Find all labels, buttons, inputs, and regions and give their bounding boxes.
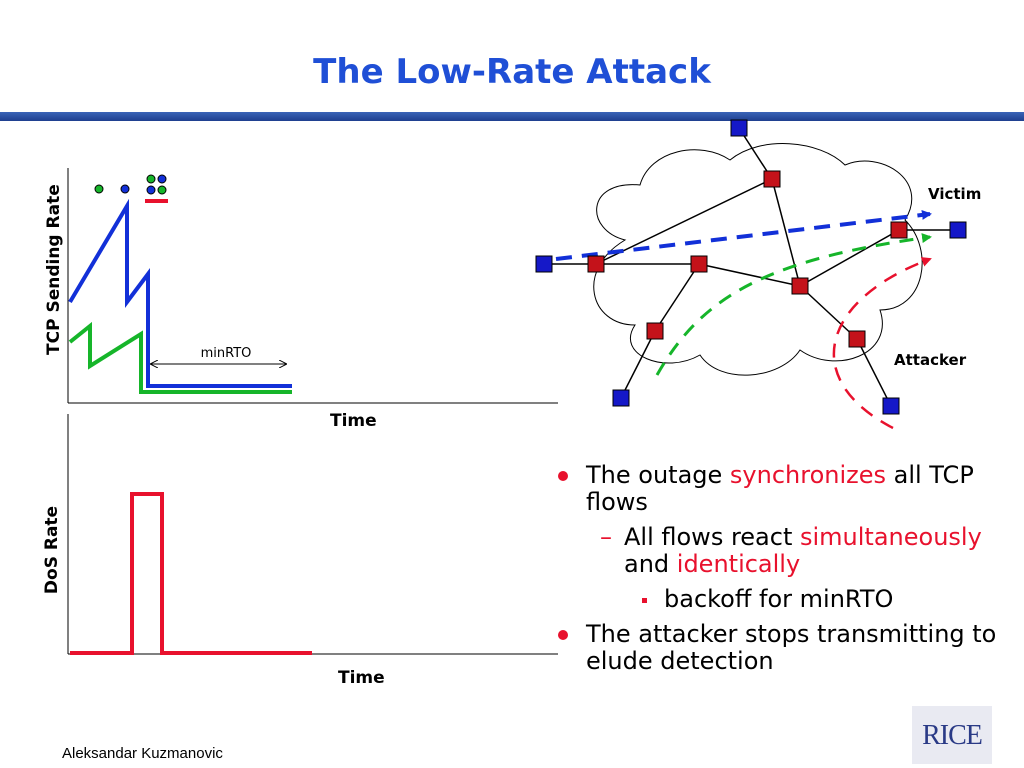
title-divider-bar — [0, 112, 1024, 121]
network-cloud — [593, 143, 923, 376]
bullet-item: The attacker stops transmitting to elude… — [556, 621, 1006, 675]
blue-packet-marker — [157, 174, 167, 184]
router — [646, 322, 664, 340]
bottom-chart — [67, 414, 558, 655]
minrto-label: minRTO — [201, 346, 252, 361]
bullet-emphasis: synchronizes — [729, 461, 886, 489]
red-attack-flow-arrow — [832, 257, 932, 430]
link — [799, 229, 900, 287]
router — [890, 221, 908, 239]
attacker-label: Attacker — [894, 351, 967, 369]
router — [763, 170, 781, 188]
bullet-dot — [558, 630, 568, 640]
green-flow-arrow — [655, 233, 932, 376]
bullet-text: The attacker stops transmitting to elude… — [586, 620, 997, 675]
router — [791, 277, 809, 295]
author-footer: Aleksandar Kuzmanovic — [62, 745, 223, 762]
bullet-emphasis: identically — [676, 550, 801, 578]
sub-bullet-dash: – — [600, 523, 612, 551]
host — [882, 397, 900, 415]
bullet-dot — [558, 471, 568, 481]
top-chart: minRTO — [67, 168, 558, 404]
green-packet-marker — [94, 184, 104, 194]
bullet-text: All flows react — [624, 523, 800, 551]
link — [771, 178, 801, 287]
green-packet-marker — [157, 185, 167, 195]
slide-title: The Low-Rate Attack — [313, 52, 711, 92]
bullet-text: The outage — [586, 461, 730, 489]
router — [587, 255, 605, 273]
blue-packet-marker — [146, 185, 156, 195]
bullet-list: The outage synchronizes all TCP flows – … — [556, 462, 1006, 683]
tcp-flow-blue-line — [68, 198, 292, 388]
rice-logo-text: RICE — [922, 720, 983, 751]
blue-flow-arrow — [555, 209, 932, 261]
link — [620, 330, 656, 399]
victim-host — [949, 221, 967, 239]
green-packet-marker — [146, 174, 156, 184]
host — [730, 119, 748, 137]
dos-rate-line — [70, 492, 312, 655]
sub-sub-bullet-item: backoff for minRTO — [556, 586, 1006, 613]
network-diagram: Victim Attacker — [535, 119, 981, 430]
host — [612, 389, 630, 407]
sub-sub-bullet-square — [642, 598, 647, 603]
bullet-emphasis: simultaneously — [800, 523, 982, 551]
blue-packet-marker — [120, 184, 130, 194]
victim-label: Victim — [928, 185, 981, 203]
link — [856, 338, 892, 407]
link — [799, 285, 858, 340]
sub-bullet-item: – All flows react simultaneously and ide… — [556, 524, 1006, 578]
link — [654, 263, 700, 332]
bullet-item: The outage synchronizes all TCP flows — [556, 462, 1006, 516]
rice-logo: RICE — [912, 706, 992, 764]
bullet-text: backoff for minRTO — [664, 585, 894, 613]
router — [690, 255, 708, 273]
link — [595, 178, 773, 265]
link — [698, 263, 801, 287]
tcp-flow-green-line — [68, 321, 292, 394]
host — [535, 255, 553, 273]
router — [848, 330, 866, 348]
bullet-text: all TCP flows — [586, 461, 974, 516]
bullet-text: and — [624, 550, 677, 578]
top-chart-xlabel: Time — [330, 411, 377, 431]
bottom-chart-xlabel: Time — [338, 668, 385, 688]
